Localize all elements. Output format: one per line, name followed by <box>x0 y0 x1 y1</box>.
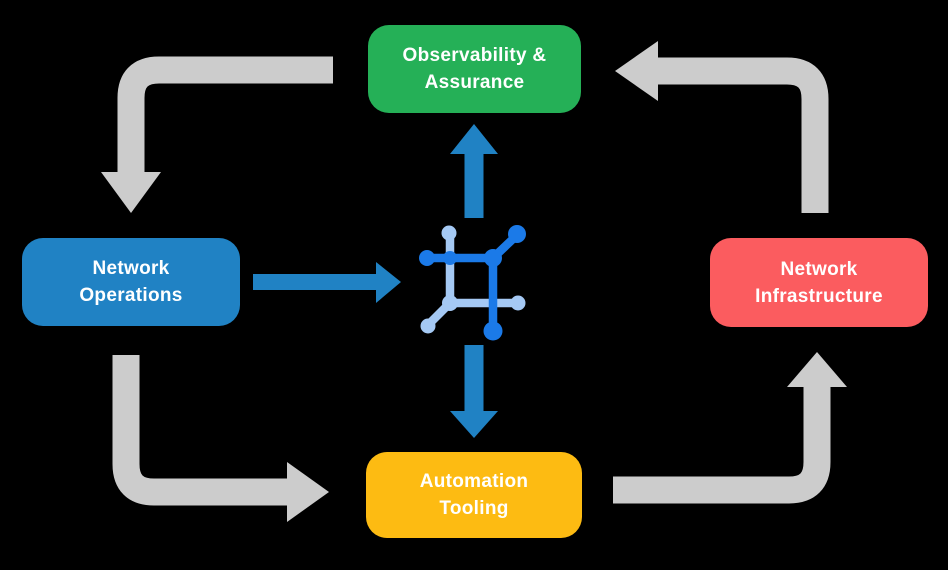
node-label-line1: Observability & <box>402 45 547 66</box>
arrow-operations-to-center <box>253 262 401 303</box>
node-label-line1: Network <box>92 258 170 279</box>
arrow-observability-to-operations <box>101 56 333 213</box>
arrow-automation-to-infrastructure <box>613 352 847 504</box>
arrowhead-up <box>787 352 847 387</box>
arrow-center-to-automation <box>450 345 498 438</box>
icon-node-top-right <box>508 225 526 243</box>
icon-node-bottom-left <box>420 318 436 334</box>
node-label-line2: Tooling <box>439 498 509 519</box>
node-observability-assurance: Observability & Assurance <box>368 25 581 113</box>
icon-node-right <box>510 295 526 311</box>
icon-junction-bl <box>442 295 458 311</box>
node-label-line2: Infrastructure <box>755 285 883 307</box>
icon-node-left <box>419 250 435 266</box>
icon-node-bottom <box>483 321 503 341</box>
icon-junction-tl <box>443 251 457 265</box>
arrowhead-down <box>101 172 161 213</box>
node-network-infrastructure: Network Infrastructure <box>710 238 928 327</box>
arrow-operations-to-automation <box>112 355 329 522</box>
node-automation-tooling: Automation Tooling <box>366 452 582 538</box>
icon-node-top <box>441 225 457 241</box>
arrow-infrastructure-to-observability <box>615 41 829 213</box>
node-network-operations: Network Operations <box>22 238 240 326</box>
arrowhead-down <box>450 411 498 438</box>
arrowhead-right <box>287 462 329 522</box>
arrowhead-up <box>450 124 498 154</box>
icon-junction-tr <box>484 249 502 267</box>
node-label-line1: Automation <box>419 471 529 492</box>
node-label-line2: Assurance <box>424 72 525 93</box>
node-label-line2: Operations <box>79 285 183 306</box>
node-label-line1: Network <box>780 258 858 280</box>
arrow-center-to-observability <box>450 124 498 218</box>
network-mesh-icon <box>419 225 526 341</box>
arrowhead-right <box>376 262 401 303</box>
arrowhead-left <box>615 41 658 101</box>
